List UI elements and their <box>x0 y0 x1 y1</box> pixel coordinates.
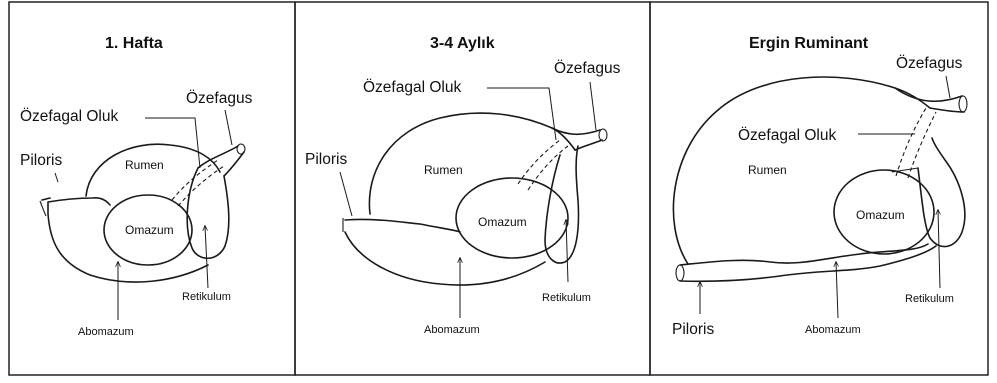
arrow-retikulum <box>566 220 568 282</box>
abomazum-shape <box>680 244 936 281</box>
esophagus-opening <box>237 144 245 154</box>
esophageal-groove <box>178 166 224 206</box>
label-ozefagal-oluk: Özefagal Oluk <box>363 78 461 96</box>
leader-piloris <box>55 173 58 182</box>
retikulum-shape <box>187 168 229 258</box>
abomazum-shape <box>345 219 545 285</box>
label-rumen: Rumen <box>424 163 463 177</box>
retikulum-shape <box>918 138 965 247</box>
esophageal-groove <box>528 146 568 190</box>
omazum-neck <box>892 168 918 172</box>
esophagus-opening <box>599 129 607 141</box>
label-ozefagus: Özefagus <box>554 59 621 77</box>
leader-piloris <box>340 172 352 216</box>
leader-ozefagus <box>590 82 596 130</box>
label-omazum: Omazum <box>856 208 905 222</box>
panel-title: 3-4 Aylık <box>430 35 495 52</box>
label-ozefagal-oluk: Özefagal Oluk <box>738 126 836 144</box>
label-retikulum: Retikulum <box>905 293 954 305</box>
esophageal-groove <box>172 160 218 200</box>
label-ozefagal-oluk: Özefagal Oluk <box>20 107 118 125</box>
label-retikulum: Retikulum <box>182 291 231 303</box>
label-piloris: Piloris <box>672 321 714 338</box>
panel-title: 1. Hafta <box>105 35 163 52</box>
panel-frame <box>9 2 295 375</box>
label-piloris: Piloris <box>20 152 62 169</box>
abomazum-shape <box>42 198 208 282</box>
label-omazum: Omazum <box>478 215 527 229</box>
label-ozefagus: Özefagus <box>186 89 253 107</box>
arrow-retikulum <box>205 226 208 288</box>
esophagus-shape <box>552 128 602 150</box>
esophageal-groove <box>908 112 936 178</box>
panel-adult-ruminant: Ergin Ruminant Özefagus Özefagal Oluk Ru… <box>650 2 988 375</box>
panel-1-week: 1. Hafta Özefagus Özefagal Oluk Piloris … <box>9 2 295 375</box>
label-omazum: Omazum <box>125 223 174 237</box>
leader-ozefagus <box>946 76 950 98</box>
label-rumen: Rumen <box>125 158 164 172</box>
piloris-end <box>40 201 46 216</box>
leader-ozefagus <box>225 110 232 145</box>
panel-frame <box>295 2 650 375</box>
label-abomazum: Abomazum <box>424 324 480 336</box>
panel-3-4-months: 3-4 Aylık Özefagus Özefagal Oluk Piloris… <box>295 2 650 375</box>
label-piloris: Piloris <box>305 151 347 168</box>
arrow-retikulum <box>938 210 940 288</box>
label-rumen: Rumen <box>748 163 787 177</box>
piloris-end <box>676 265 684 281</box>
label-ozefagus: Özefagus <box>896 54 963 72</box>
label-abomazum: Abomazum <box>78 326 134 338</box>
panel-title: Ergin Ruminant <box>749 35 869 52</box>
esophagus-opening <box>959 96 967 112</box>
label-abomazum: Abomazum <box>805 324 861 336</box>
rumen-shape <box>369 113 575 214</box>
retikulum-shape <box>545 146 578 263</box>
label-retikulum: Retikulum <box>542 292 591 304</box>
